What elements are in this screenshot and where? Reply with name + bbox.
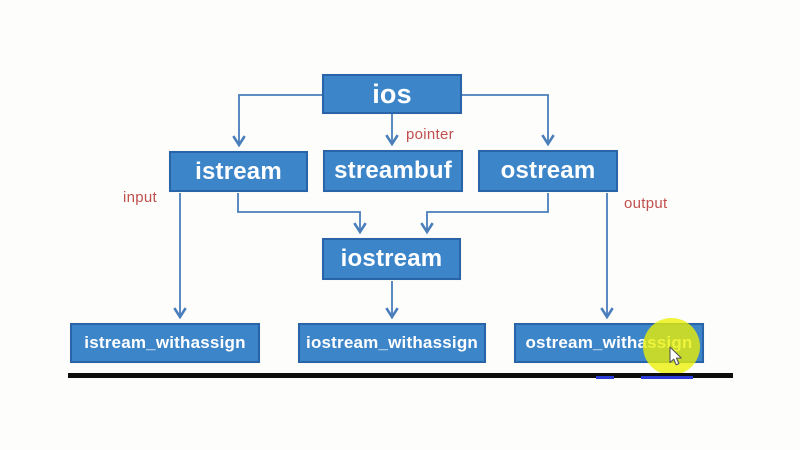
- edge-label-pointer: pointer: [406, 126, 454, 143]
- node-iostream: iostream: [322, 238, 461, 280]
- node-istream-label: istream: [195, 157, 282, 185]
- node-ostream: ostream: [478, 150, 618, 192]
- bottom-rule-blue-fragment: [641, 376, 693, 379]
- node-ostream-label: ostream: [500, 157, 596, 184]
- node-iostream-withassign-label: iostream_withassign: [306, 333, 478, 352]
- node-istream: istream: [169, 151, 308, 192]
- node-istream-withassign: istream_withassign: [70, 323, 260, 363]
- node-ios: ios: [322, 74, 462, 114]
- edge-ios-ostream: [462, 94, 548, 144]
- edge-label-output: output: [624, 195, 668, 212]
- bottom-rule-blue-fragment: [596, 376, 614, 379]
- node-iostream-label: iostream: [340, 245, 443, 272]
- mouse-cursor-icon: [669, 346, 682, 366]
- edge-ios-istream: [239, 94, 322, 145]
- edge-ostream-iostream: [427, 193, 549, 232]
- cursor-highlight-circle: [643, 318, 700, 375]
- edge-label-input: input: [123, 189, 158, 206]
- node-ios-label: ios: [372, 78, 412, 109]
- node-streambuf: streambuf: [323, 150, 463, 192]
- node-iostream-withassign: iostream_withassign: [298, 323, 486, 363]
- edge-istream-iostream: [237, 193, 360, 232]
- node-streambuf-label: streambuf: [334, 157, 452, 184]
- bottom-rule: [68, 373, 733, 378]
- node-istream-withassign-label: istream_withassign: [84, 333, 246, 352]
